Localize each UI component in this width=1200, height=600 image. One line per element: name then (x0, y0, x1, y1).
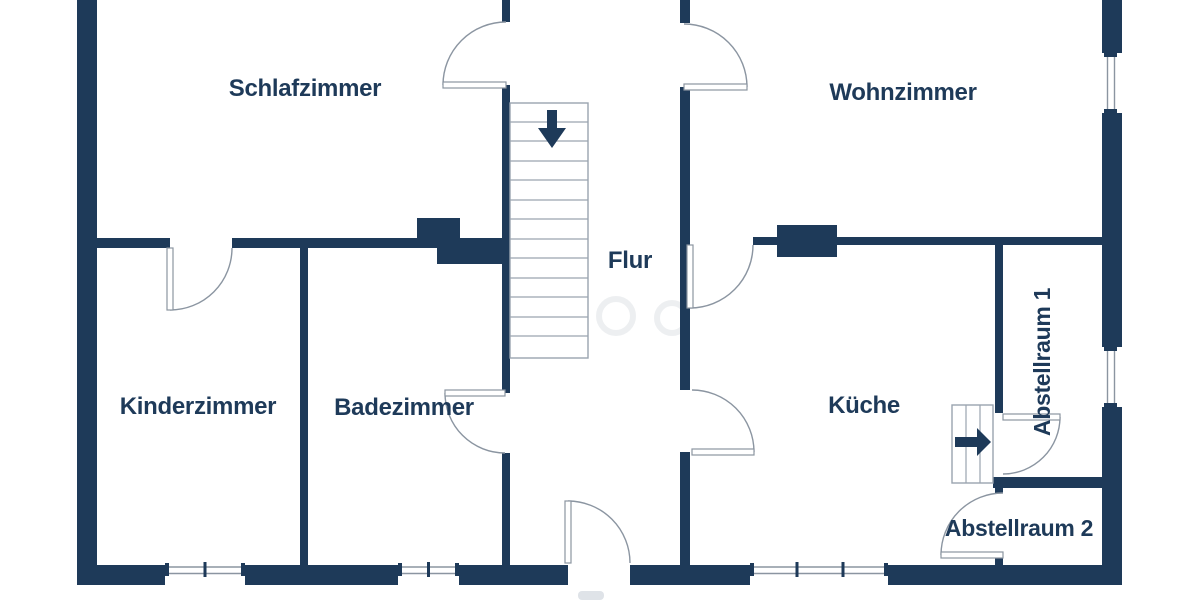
windows (165, 53, 1117, 577)
label-wohnzimmer: Wohnzimmer (829, 79, 976, 106)
window-wohnzimmer-right (1104, 53, 1117, 113)
stairs-down-arrow-icon (538, 110, 566, 148)
room-labels: Schlafzimmer Wohnzimmer Kinderzimmer Bad… (120, 75, 1094, 541)
staircase-outline (509, 102, 589, 359)
wall-right-upper (1102, 0, 1122, 53)
wall-schlafzimmer-bottom-2 (232, 238, 503, 248)
wall-stair-stub-top (502, 0, 510, 22)
label-kinderzimmer: Kinderzimmer (120, 393, 276, 420)
label-abstellraum-2: Abstellraum 2 (945, 515, 1093, 541)
door-schlafzimmer-kinderzimmer (166, 247, 233, 311)
label-badezimmer: Badezimmer (334, 394, 474, 421)
label-abstellraum-1: Abstellraum 1 (1029, 287, 1055, 436)
steps-right-arrow-icon (955, 428, 991, 456)
wall-bottom-4 (630, 565, 750, 585)
wall-bottom-2 (245, 565, 398, 585)
kitchen-steps (951, 404, 994, 484)
door-flur-kueche (691, 389, 755, 456)
doors (166, 21, 1061, 564)
outer-walls (77, 0, 1122, 585)
wall-bottom-3 (459, 565, 568, 585)
window-badezimmer (398, 562, 459, 577)
wall-flur-low (680, 452, 690, 565)
wall-kinder-bade-divider (300, 248, 308, 565)
wall-bottom-1 (77, 565, 165, 585)
wall-kueche-top (753, 237, 1102, 245)
wall-abstellraum2-left-stub-bottom (995, 555, 1003, 567)
wall-flur-stub-top (680, 0, 690, 23)
door-wohnzimmer-flur (683, 23, 748, 91)
wall-abstellraum1-bottom (993, 477, 1102, 488)
wall-stair-low (502, 453, 510, 565)
door-schlafzimmer-flur (442, 21, 507, 89)
door-abstellraum2 (940, 492, 1004, 559)
wall-right-lower (1102, 407, 1122, 585)
entrance-step (578, 591, 604, 600)
pillar-upper (417, 218, 460, 248)
interior-walls (97, 0, 1102, 567)
door-entrance (564, 500, 631, 564)
watermark (596, 296, 690, 336)
wall-bottom-5 (888, 565, 1122, 585)
window-abstellraum1-right (1104, 347, 1117, 407)
wall-abstellraum2-left-stub-top (995, 477, 1003, 493)
door-wohnzimmer-kueche (686, 244, 754, 309)
wall-schlafzimmer-bottom-1 (97, 238, 170, 248)
pillar-lower (437, 248, 503, 264)
label-kueche: Küche (828, 392, 900, 419)
main-staircase (509, 102, 589, 359)
window-kueche (750, 562, 888, 577)
radiator-block (777, 225, 837, 257)
wall-right-middle (1102, 113, 1122, 347)
label-schlafzimmer: Schlafzimmer (229, 75, 381, 102)
label-flur: Flur (608, 247, 652, 274)
door-kueche-abstellraum1 (1002, 413, 1061, 475)
wall-stair-mid (502, 85, 510, 393)
door-badezimmer (444, 389, 506, 454)
window-kinderzimmer (165, 562, 245, 577)
wall-left (77, 0, 97, 585)
wall-flur-mid (680, 87, 690, 390)
wall-abstellraum1-left (995, 245, 1003, 413)
